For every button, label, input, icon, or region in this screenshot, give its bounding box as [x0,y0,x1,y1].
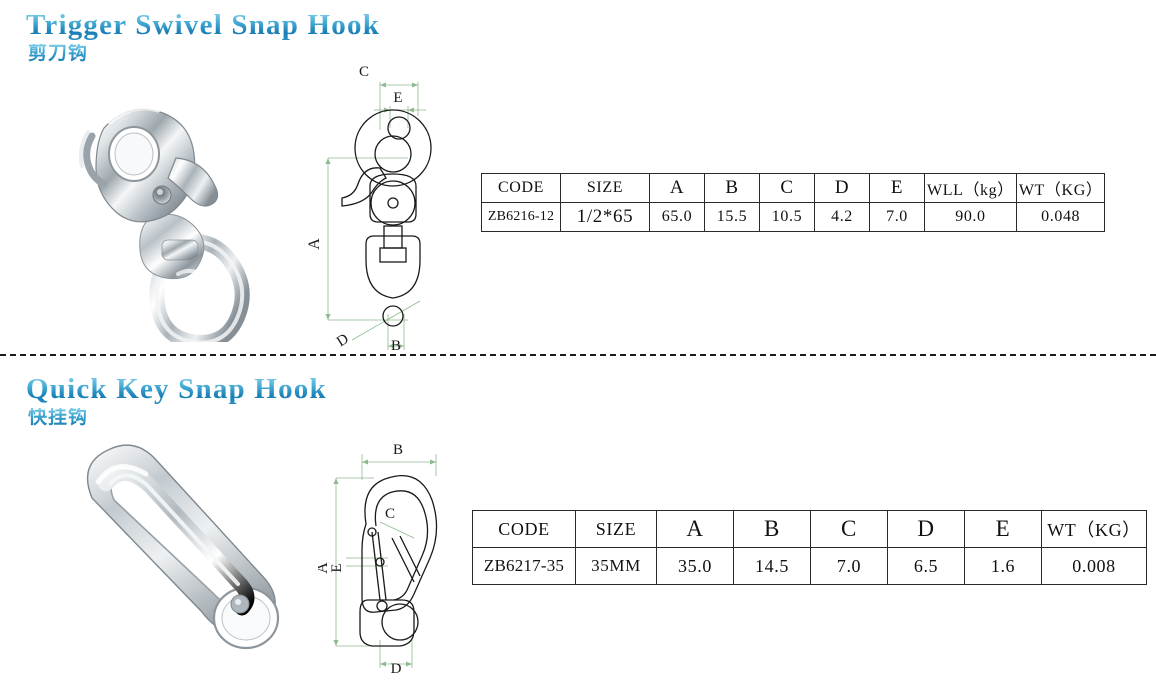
dim-label-e: E [393,90,402,106]
cell-b: 15.5 [704,202,760,232]
table-header-size: SIZE [575,510,657,548]
dim-label-c: C [385,506,395,522]
cell-wt: 0.048 [1015,202,1106,232]
cell-wt: 0.008 [1041,547,1147,585]
table-header-code: CODE [481,173,561,203]
cell-code: ZB6216-12 [481,202,561,232]
product-section-quick-key-snap-hook: Quick Key Snap Hook 快挂钩 [0,360,1156,685]
product-title-cn-quick: 快挂钩 [28,407,327,428]
table-header-a: A [649,173,705,203]
table-header-a: A [656,510,734,548]
technical-drawing-quick-key-snap-hook: B A E C D [314,440,458,677]
table-header-b: B [704,173,760,203]
section-divider [0,354,1156,356]
spec-table-quick-key-snap-hook: CODE SIZE A B C D E WT（KG） ZB6217-35 35M… [472,510,1147,585]
title-block-trigger: Trigger Swivel Snap Hook 剪刀钩 [26,9,381,64]
dim-label-b: B [391,338,401,354]
table-header-c: C [810,510,888,548]
table-header-e: E [869,173,925,203]
cell-code: ZB6217-35 [472,547,576,585]
cell-c: 7.0 [810,547,888,585]
table-header-row: CODE SIZE A B C D E WLL（kg） WT（KG） [481,173,1106,203]
product-title-cn-trigger: 剪刀钩 [28,43,380,64]
cell-size: 35MM [575,547,657,585]
cell-a: 35.0 [656,547,734,585]
title-block-quick: Quick Key Snap Hook 快挂钩 [26,373,327,428]
cell-e: 7.0 [869,202,925,232]
cell-b: 14.5 [733,547,811,585]
product-title-en-trigger: Trigger Swivel Snap Hook [26,9,381,41]
technical-drawing-trigger-swivel-snap-hook: C E A B D [306,58,478,358]
table-header-wt: WT（KG） [1041,510,1147,548]
table-header-b: B [733,510,811,548]
product-photo-quick-key-snap-hook [58,438,318,678]
cell-d: 6.5 [887,547,965,585]
table-header-code: CODE [472,510,576,548]
dim-label-e: E [329,563,345,572]
table-header-row: CODE SIZE A B C D E WT（KG） [472,510,1147,548]
cell-c: 10.5 [759,202,815,232]
dim-label-a: A [318,562,331,574]
table-header-d: D [814,173,870,203]
table-header-d: D [887,510,965,548]
table-header-c: C [759,173,815,203]
cell-size: 1/2*65 [560,202,650,232]
cell-d: 4.2 [814,202,870,232]
table-header-size: SIZE [560,173,650,203]
table-header-wt: WT（KG） [1015,173,1106,203]
product-photo-trigger-swivel-snap-hook [58,92,298,350]
dim-label-c: C [359,64,369,80]
cell-a: 65.0 [649,202,705,232]
product-title-en-quick: Quick Key Snap Hook [26,373,327,405]
cell-e: 1.6 [964,547,1042,585]
table-row: ZB6217-35 35MM 35.0 14.5 7.0 6.5 1.6 0.0… [472,547,1147,585]
dim-label-a: A [308,238,323,250]
spec-table-trigger-swivel-snap-hook: CODE SIZE A B C D E WLL（kg） WT（KG） ZB621… [481,173,1106,232]
dim-label-b: B [393,442,403,458]
table-header-e: E [964,510,1042,548]
table-header-wll: WLL（kg） [924,173,1017,203]
table-row: ZB6216-12 1/2*65 65.0 15.5 10.5 4.2 7.0 … [481,202,1106,232]
dim-label-d: D [334,331,352,350]
cell-wll: 90.0 [924,202,1017,232]
dim-label-d: D [391,661,402,675]
product-section-trigger-swivel-snap-hook: Trigger Swivel Snap Hook 剪刀钩 [26,9,1106,358]
